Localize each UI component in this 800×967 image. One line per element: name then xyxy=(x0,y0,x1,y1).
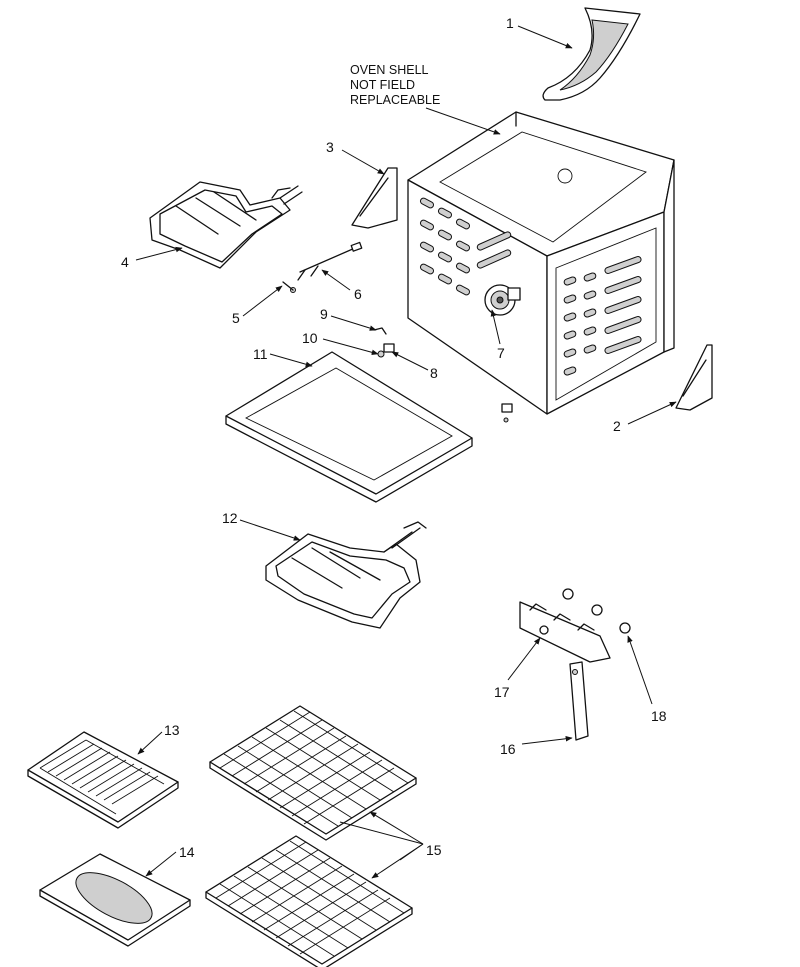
part-16-bracket xyxy=(569,661,589,741)
part-12-bake-element xyxy=(265,521,427,629)
callout-11: 11 xyxy=(253,346,268,362)
callout-8: 8 xyxy=(430,365,438,381)
part-2-bracket xyxy=(675,344,713,411)
part-3-bracket xyxy=(351,167,398,229)
part-5-screw xyxy=(282,281,296,293)
callout-7: 7 xyxy=(497,345,505,361)
oven-shell-note: OVEN SHELL NOT FIELD REPLACEABLE xyxy=(350,63,440,107)
callout-4: 4 xyxy=(121,254,129,270)
callout-12: 12 xyxy=(222,510,238,526)
leader-lines xyxy=(135,25,677,879)
part-8-latch xyxy=(383,343,395,353)
note-line-1: OVEN SHELL xyxy=(350,63,429,77)
part-7-fan xyxy=(484,284,521,316)
part-15-oven-rack-upper xyxy=(209,705,417,841)
callout-5: 5 xyxy=(232,310,240,326)
callout-6: 6 xyxy=(354,286,362,302)
callout-10: 10 xyxy=(302,330,318,346)
part-18-nut xyxy=(562,588,631,634)
part-11-bottom-panel xyxy=(225,351,473,503)
callout-15: 15 xyxy=(426,842,442,858)
callout-1: 1 xyxy=(506,15,514,31)
part-6-sensor xyxy=(297,241,363,281)
part-1-vent-trim xyxy=(542,7,641,101)
oven-shell xyxy=(407,111,675,415)
part-15-oven-rack-lower xyxy=(205,835,413,967)
note-line-3: REPLACEABLE xyxy=(350,93,440,107)
callout-3: 3 xyxy=(326,139,334,155)
shell-bottom-hardware xyxy=(501,403,513,423)
callout-17: 17 xyxy=(494,684,510,700)
part-4-broil-element xyxy=(149,181,303,269)
callout-18: 18 xyxy=(651,708,667,724)
callout-16: 16 xyxy=(500,741,516,757)
part-13-broiler-grid xyxy=(27,731,179,829)
callout-numbers: 1 2 3 4 5 6 7 8 9 10 11 12 13 14 15 16 1… xyxy=(121,15,667,860)
part-17-burner-manifold xyxy=(519,601,611,663)
part-10-screw xyxy=(377,350,385,358)
part-9-clip xyxy=(373,327,387,335)
callout-2: 2 xyxy=(613,418,621,434)
callout-14: 14 xyxy=(179,844,195,860)
note-line-2: NOT FIELD xyxy=(350,78,415,92)
part-14-broiler-pan xyxy=(39,853,191,947)
callout-13: 13 xyxy=(164,722,180,738)
callout-9: 9 xyxy=(320,306,328,322)
